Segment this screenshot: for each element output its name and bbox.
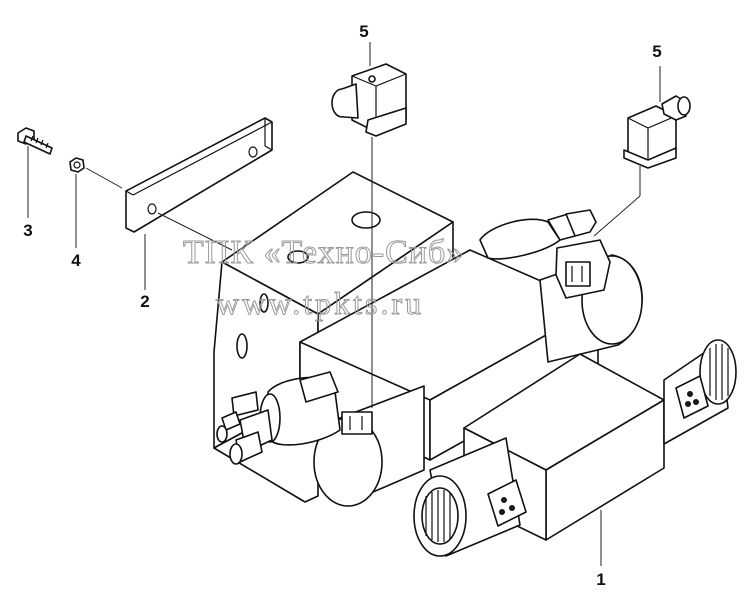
callout-3: 3 <box>23 221 32 240</box>
watermark-company: ТПК «Техно-Сиб» <box>183 234 464 271</box>
callout-5-left: 5 <box>359 22 368 41</box>
watermark-url: www.tpkts.ru <box>216 285 424 321</box>
bolt-part-3 <box>17 127 53 155</box>
nut-part-4 <box>69 157 85 173</box>
front-solenoid-valve-part-1 <box>413 339 737 557</box>
leader-nut-to-plate <box>85 167 123 189</box>
callout-2: 2 <box>140 292 149 311</box>
leader-part-5-right-b <box>593 195 641 237</box>
knurled-knob-right <box>709 344 729 400</box>
knurled-knob-left <box>425 490 451 542</box>
callout-4: 4 <box>71 251 81 270</box>
front-left-fittings <box>216 371 341 465</box>
leader-plate-to-block <box>157 212 233 251</box>
plate-part-2 <box>125 117 273 233</box>
connector-plug-left-part-5 <box>331 63 407 137</box>
front-left-coil <box>313 385 425 507</box>
callout-5-right: 5 <box>652 42 661 61</box>
callout-1: 1 <box>596 570 605 589</box>
connector-plug-right-part-5 <box>623 95 691 169</box>
